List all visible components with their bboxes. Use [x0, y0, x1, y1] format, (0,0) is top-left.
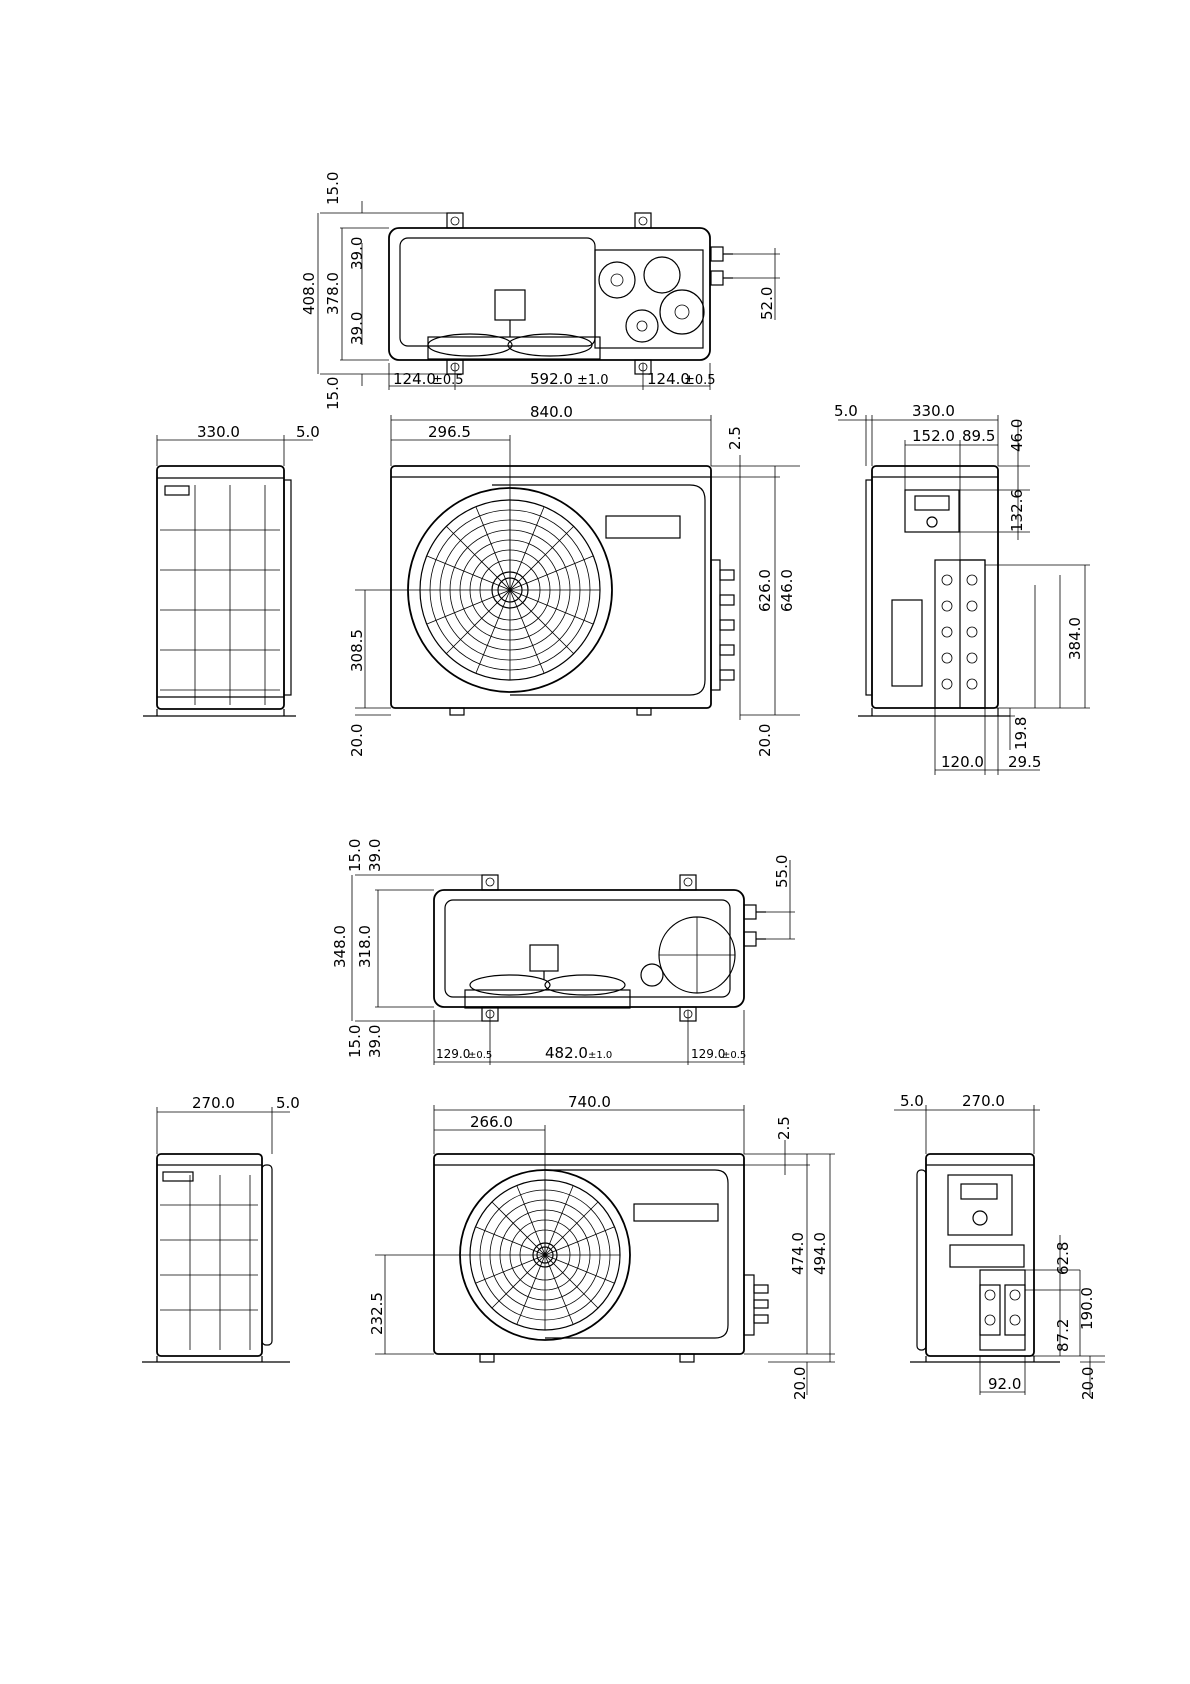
dim-129-left: 129.0 — [436, 1047, 470, 1061]
dim-740: 740.0 — [568, 1093, 611, 1111]
large-top-view: 15.0 408.0 39.0 378.0 39.0 15.0 52.0 124… — [300, 172, 780, 410]
dim-20-small-front: 20.0 — [791, 1367, 809, 1400]
dim-474: 474.0 — [789, 1232, 807, 1275]
dim-232-5: 232.5 — [368, 1292, 386, 1335]
dim-384: 384.0 — [1066, 617, 1084, 660]
small-top-view: 15.0 39.0 55.0 348.0 318.0 15.0 39.0 129… — [331, 839, 795, 1065]
dim-270-left: 270.0 — [192, 1094, 235, 1112]
dim-2-5-small: 2.5 — [775, 1116, 793, 1140]
dim-5-small-right: 5.0 — [900, 1092, 924, 1110]
dim-626: 626.0 — [756, 569, 774, 612]
dim-270-right: 270.0 — [962, 1092, 1005, 1110]
dim-52: 52.0 — [758, 287, 776, 320]
dim-124-right: 124.0 — [647, 370, 690, 388]
dim-2-5-large: 2.5 — [726, 426, 744, 450]
dim-5-right: 5.0 — [834, 402, 858, 420]
dim-39-small-top: 39.0 — [366, 839, 384, 872]
dim-494: 494.0 — [811, 1232, 829, 1275]
dim-15-small-bottom: 15.0 — [346, 1025, 364, 1058]
dim-tol-left: ±0.5 — [432, 373, 464, 388]
dim-5-small-left: 5.0 — [276, 1094, 300, 1112]
dim-15-bottom: 15.0 — [324, 377, 342, 410]
dim-46: 46.0 — [1008, 419, 1026, 452]
dim-330-left: 330.0 — [197, 423, 240, 441]
dim-20-small-right: 20.0 — [1079, 1367, 1097, 1400]
dim-tol-right: ±0.5 — [684, 373, 716, 388]
dim-592: 592.0 — [530, 370, 573, 388]
dim-378: 378.0 — [324, 272, 342, 315]
dim-20-front-left: 20.0 — [348, 724, 366, 757]
dim-tol-small-mid: ±1.0 — [588, 1050, 612, 1061]
dim-62-8: 62.8 — [1054, 1242, 1072, 1275]
dim-20-front-right: 20.0 — [756, 724, 774, 757]
dim-19-8: 19.8 — [1012, 717, 1030, 750]
large-right-view: 5.0 330.0 152.0 89.5 46.0 132.6 384.0 19… — [834, 402, 1090, 775]
small-left-view: 270.0 5.0 — [142, 1094, 300, 1363]
dim-120: 120.0 — [941, 753, 984, 771]
large-front-view: 840.0 296.5 2.5 626.0 646.0 308.5 20.0 2… — [348, 403, 800, 757]
dim-840: 840.0 — [530, 403, 573, 421]
dim-5-left: 5.0 — [296, 423, 320, 441]
small-front-view: 740.0 266.0 2.5 474.0 494.0 232.5 20.0 — [368, 1093, 835, 1400]
small-right-view: 5.0 270.0 62.8 190.0 87.2 92.0 20.0 — [894, 1092, 1105, 1400]
dim-124-left: 124.0 — [393, 370, 436, 388]
dim-39-b: 39.0 — [348, 312, 366, 345]
dim-87-2: 87.2 — [1054, 1319, 1072, 1352]
dim-15-top: 15.0 — [324, 172, 342, 205]
dim-92: 92.0 — [988, 1375, 1021, 1393]
dim-482: 482.0 — [545, 1044, 588, 1062]
dim-129-right: 129.0 — [691, 1047, 725, 1061]
dim-152: 152.0 — [912, 427, 955, 445]
dim-266: 266.0 — [470, 1113, 513, 1131]
dim-89-5: 89.5 — [962, 427, 995, 445]
large-left-view: 330.0 5.0 — [143, 423, 320, 717]
dim-tol-small-left: ±0.5 — [468, 1050, 492, 1061]
dim-296-5: 296.5 — [428, 423, 471, 441]
dim-132-6: 132.6 — [1008, 489, 1026, 532]
dim-308-5: 308.5 — [348, 629, 366, 672]
dim-29-5: 29.5 — [1008, 753, 1041, 771]
dim-tol-mid: ±1.0 — [577, 373, 609, 388]
dim-55: 55.0 — [773, 855, 791, 888]
dim-330-right: 330.0 — [912, 402, 955, 420]
dim-190: 190.0 — [1078, 1287, 1096, 1330]
dim-408: 408.0 — [300, 272, 318, 315]
dim-tol-small-right: ±0.5 — [722, 1050, 746, 1061]
dim-15-small-top: 15.0 — [346, 839, 364, 872]
dim-348: 348.0 — [331, 925, 349, 968]
dim-39-a: 39.0 — [348, 237, 366, 270]
dim-646: 646.0 — [778, 569, 796, 612]
dim-39-small-bottom: 39.0 — [366, 1025, 384, 1058]
dim-318: 318.0 — [356, 925, 374, 968]
